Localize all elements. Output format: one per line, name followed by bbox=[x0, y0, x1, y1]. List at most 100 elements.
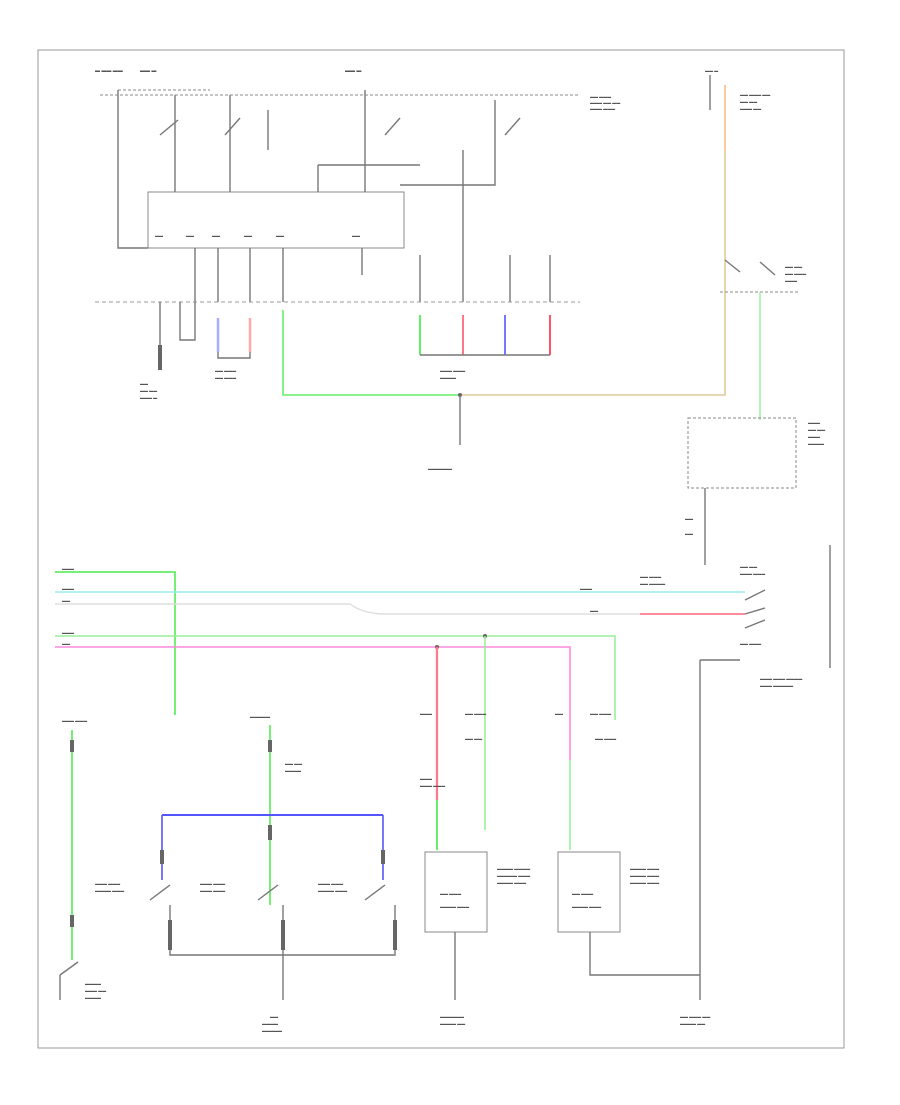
svg-text:▬▬▬ ▬▬: ▬▬▬ ▬▬ bbox=[740, 106, 761, 111]
svg-text:▬▬ ▬: ▬▬ ▬ bbox=[705, 68, 718, 73]
right-connector-stubs: ▬▬▬ ▬▬▬ ▬▬▬▬ bbox=[419, 315, 551, 380]
svg-text:▬▬ ▬▬▬: ▬▬ ▬▬▬ bbox=[640, 574, 661, 579]
control-module-box bbox=[147, 191, 405, 249]
svg-text:▬▬ ▬▬▬: ▬▬ ▬▬▬ bbox=[215, 368, 236, 373]
svg-text:▬▬ ▬▬: ▬▬ ▬▬ bbox=[465, 736, 482, 741]
svg-text:▬▬ ▬▬▬: ▬▬ ▬▬▬ bbox=[215, 375, 236, 380]
actuator-box-left bbox=[424, 851, 488, 933]
svg-text:▬▬: ▬▬ bbox=[352, 233, 360, 238]
svg-text:▬▬▬▬▬: ▬▬▬▬▬ bbox=[250, 714, 270, 719]
svg-text:▬▬ ▬: ▬▬ ▬ bbox=[345, 68, 361, 74]
svg-text:▬▬▬▬: ▬▬▬▬ bbox=[262, 1021, 278, 1026]
svg-text:▬▬▬▬▬▬: ▬▬▬▬▬▬ bbox=[428, 466, 452, 471]
svg-text:▬▬▬ ▬▬▬: ▬▬▬ ▬▬▬ bbox=[440, 368, 465, 373]
svg-text:▬▬▬▬ ▬▬▬: ▬▬▬▬ ▬▬▬ bbox=[440, 904, 469, 909]
right-fuse-relay-group: ▬▬ ▬ ▬▬ ▬▬▬ ▬▬ ▬▬ ▬▬ ▬▬▬ ▬▬ ▬▬ ▬▬ ▬▬ ▬▬▬… bbox=[685, 68, 825, 565]
svg-text:▬▬: ▬▬ bbox=[62, 641, 70, 646]
svg-text:▬▬▬▬: ▬▬▬▬ bbox=[85, 995, 101, 1000]
svg-text:▬▬▬ ▬▬▬: ▬▬▬ ▬▬▬ bbox=[590, 106, 615, 111]
svg-text:▬▬: ▬▬ bbox=[555, 711, 563, 716]
svg-text:▬▬▬ ▬▬▬▬▬: ▬▬▬ ▬▬▬▬▬ bbox=[760, 683, 793, 688]
svg-text:▬▬▬▬ ▬▬: ▬▬▬▬ ▬▬ bbox=[680, 1021, 705, 1026]
svg-text:▬▬▬▬: ▬▬▬▬ bbox=[85, 981, 101, 986]
svg-text:▬▬▬▬ ▬▬▬: ▬▬▬▬ ▬▬▬ bbox=[95, 888, 124, 893]
green-ground-wire bbox=[282, 310, 460, 396]
svg-text:▬▬▬ ▬▬: ▬▬▬ ▬▬ bbox=[85, 988, 106, 993]
svg-text:▬▬ ▬: ▬▬ ▬ bbox=[140, 68, 156, 74]
svg-text:▬▬▬: ▬▬▬ bbox=[808, 420, 820, 425]
svg-text:▬▬ ▬▬: ▬▬ ▬▬ bbox=[285, 761, 302, 766]
svg-text:▬▬ ▬▬▬: ▬▬ ▬▬▬ bbox=[465, 711, 486, 716]
svg-text:▬▬▬: ▬▬▬ bbox=[420, 776, 432, 781]
left-connector-stubs: ▬▬ ▬▬ ▬▬ ▬▬▬ ▬ ▬▬ ▬▬▬ ▬▬ ▬▬▬ bbox=[140, 302, 252, 400]
svg-text:▬▬▬: ▬▬▬ bbox=[62, 630, 74, 635]
svg-text:▬▬: ▬▬ bbox=[685, 531, 693, 536]
svg-text:▬▬▬ ▬▬▬: ▬▬▬ ▬▬▬ bbox=[62, 718, 87, 723]
svg-text:▬▬▬▬▬: ▬▬▬▬▬ bbox=[262, 1028, 282, 1033]
svg-text:▬ ▬▬ ▬▬: ▬ ▬▬ ▬▬ bbox=[95, 68, 123, 74]
svg-text:▬▬▬▬▬▬: ▬▬▬▬▬▬ bbox=[440, 1014, 464, 1019]
svg-text:▬▬▬: ▬▬▬ bbox=[62, 566, 74, 571]
middle-bus-wires: ▬▬▬ ▬▬▬ ▬▬ ▬▬▬ ▬▬ ▬▬▬ ▬▬ bbox=[55, 566, 745, 850]
svg-text:▬▬▬ ▬▬▬ ▬▬▬▬: ▬▬▬ ▬▬▬ ▬▬▬▬ bbox=[760, 676, 802, 681]
svg-text:▬▬: ▬▬ bbox=[62, 598, 70, 603]
svg-text:▬▬: ▬▬ bbox=[140, 381, 148, 386]
svg-text:▬▬ ▬▬▬ ▬▬: ▬▬ ▬▬▬ ▬▬ bbox=[740, 92, 770, 97]
svg-text:▬▬▬ ▬▬▬: ▬▬▬ ▬▬▬ bbox=[740, 571, 765, 576]
svg-text:▬▬▬ ▬▬▬: ▬▬▬ ▬▬▬ bbox=[318, 881, 343, 886]
svg-text:▬▬▬▬ ▬▬▬: ▬▬▬▬ ▬▬▬ bbox=[497, 880, 526, 885]
svg-text:▬▬: ▬▬ bbox=[590, 608, 598, 613]
top-left-switch-group: ▬ ▬▬ ▬▬ ▬▬ ▬ ▬▬ ▬ ▬▬ ▬▬▬ ▬▬▬ ▬▬ ▬▬ ▬▬▬ ▬… bbox=[95, 68, 620, 302]
lock-actuator-group: ▬▬ ▬▬▬ ▬▬▬▬ ▬▬▬ ▬▬ ▬▬▬ ▬▬▬▬ ▬▬▬ ▬▬▬▬ ▬▬▬… bbox=[420, 711, 710, 1026]
svg-text:▬▬ ▬▬▬: ▬▬ ▬▬▬ bbox=[572, 891, 593, 896]
door-switch-group: ▬▬▬ ▬▬▬ ▬▬▬▬ ▬▬▬ ▬▬ ▬▬▬▬ ▬▬▬▬▬ ▬▬ ▬▬ ▬▬▬… bbox=[59, 714, 397, 1033]
svg-text:▬▬: ▬▬ bbox=[212, 233, 220, 238]
svg-text:▬▬ ▬▬: ▬▬ ▬▬ bbox=[740, 564, 757, 569]
svg-text:▬▬▬▬ ▬▬: ▬▬▬▬ ▬▬ bbox=[440, 1021, 465, 1026]
svg-text:▬▬ ▬▬▬▬: ▬▬ ▬▬▬▬ bbox=[640, 581, 665, 586]
svg-text:▬▬ ▬▬: ▬▬ ▬▬ bbox=[785, 264, 802, 269]
svg-text:▬▬▬ ▬▬▬: ▬▬▬ ▬▬▬ bbox=[200, 881, 225, 886]
right-switch-block: ▬▬ ▬▬ ▬▬▬ ▬▬▬ ▬▬ ▬▬▬ ▬▬▬ ▬▬▬ ▬▬▬▬ ▬▬▬ ▬▬… bbox=[640, 545, 831, 975]
diagram-frame bbox=[37, 49, 845, 1049]
svg-text:▬▬ ▬▬▬: ▬▬ ▬▬▬ bbox=[590, 711, 611, 716]
svg-text:▬▬▬ ▬▬ ▬▬: ▬▬▬ ▬▬ ▬▬ bbox=[590, 100, 620, 105]
svg-text:▬▬▬: ▬▬▬ bbox=[808, 434, 820, 439]
svg-text:▬▬▬ ▬▬▬: ▬▬▬ ▬▬▬ bbox=[95, 881, 120, 886]
tan-feed-wire bbox=[460, 150, 726, 396]
svg-text:▬▬▬▬ ▬▬▬: ▬▬▬▬ ▬▬▬ bbox=[572, 904, 601, 909]
svg-text:▬▬▬: ▬▬▬ bbox=[580, 586, 592, 591]
svg-text:▬▬: ▬▬ bbox=[276, 233, 284, 238]
relay-box bbox=[687, 417, 797, 489]
svg-text:▬▬▬ ▬▬▬: ▬▬▬ ▬▬▬ bbox=[200, 888, 225, 893]
svg-text:▬▬: ▬▬ bbox=[186, 233, 194, 238]
svg-text:▬▬: ▬▬ bbox=[685, 516, 693, 521]
svg-text:▬▬ ▬▬▬: ▬▬ ▬▬▬ bbox=[740, 641, 761, 646]
svg-text:▬▬▬ ▬: ▬▬▬ ▬ bbox=[140, 395, 157, 400]
svg-text:▬▬ ▬▬▬: ▬▬ ▬▬▬ bbox=[785, 271, 806, 276]
svg-text:▬▬▬▬ ▬▬▬: ▬▬▬▬ ▬▬▬ bbox=[630, 880, 659, 885]
svg-text:▬▬▬▬: ▬▬▬▬ bbox=[808, 441, 824, 446]
switch-contact-1 bbox=[159, 119, 179, 136]
svg-text:▬▬ ▬▬: ▬▬ ▬▬ bbox=[808, 427, 825, 432]
svg-text:▬▬▬▬ ▬▬▬: ▬▬▬▬ ▬▬▬ bbox=[318, 888, 347, 893]
switch-contact-3 bbox=[384, 117, 401, 136]
svg-text:▬▬ ▬▬▬: ▬▬ ▬▬▬ bbox=[595, 736, 616, 741]
svg-text:▬▬▬: ▬▬▬ bbox=[785, 278, 797, 283]
svg-text:▬▬▬: ▬▬▬ bbox=[62, 586, 74, 591]
svg-text:▬▬: ▬▬ bbox=[244, 233, 252, 238]
svg-text:▬▬▬: ▬▬▬ bbox=[420, 711, 432, 716]
svg-text:▬▬▬▬: ▬▬▬▬ bbox=[285, 768, 301, 773]
svg-text:▬▬▬▬ ▬▬▬▬: ▬▬▬▬ ▬▬▬▬ bbox=[497, 866, 530, 871]
svg-text:▬▬ ▬▬: ▬▬ ▬▬ bbox=[140, 388, 157, 393]
switch-contact-4 bbox=[504, 117, 521, 136]
switch-contact-2 bbox=[224, 117, 241, 136]
svg-text:▬▬ ▬▬▬ ▬▬: ▬▬ ▬▬▬ ▬▬ bbox=[680, 1014, 710, 1019]
svg-text:▬▬▬▬: ▬▬▬▬ bbox=[440, 375, 456, 380]
svg-text:▬▬ ▬▬▬: ▬▬ ▬▬▬ bbox=[440, 891, 461, 896]
svg-text:▬▬▬▬ ▬▬▬: ▬▬▬▬ ▬▬▬ bbox=[630, 873, 659, 878]
svg-text:▬▬▬▬ ▬▬▬: ▬▬▬▬ ▬▬▬ bbox=[630, 866, 659, 871]
svg-text:▬▬▬ ▬▬▬: ▬▬▬ ▬▬▬ bbox=[420, 783, 445, 788]
